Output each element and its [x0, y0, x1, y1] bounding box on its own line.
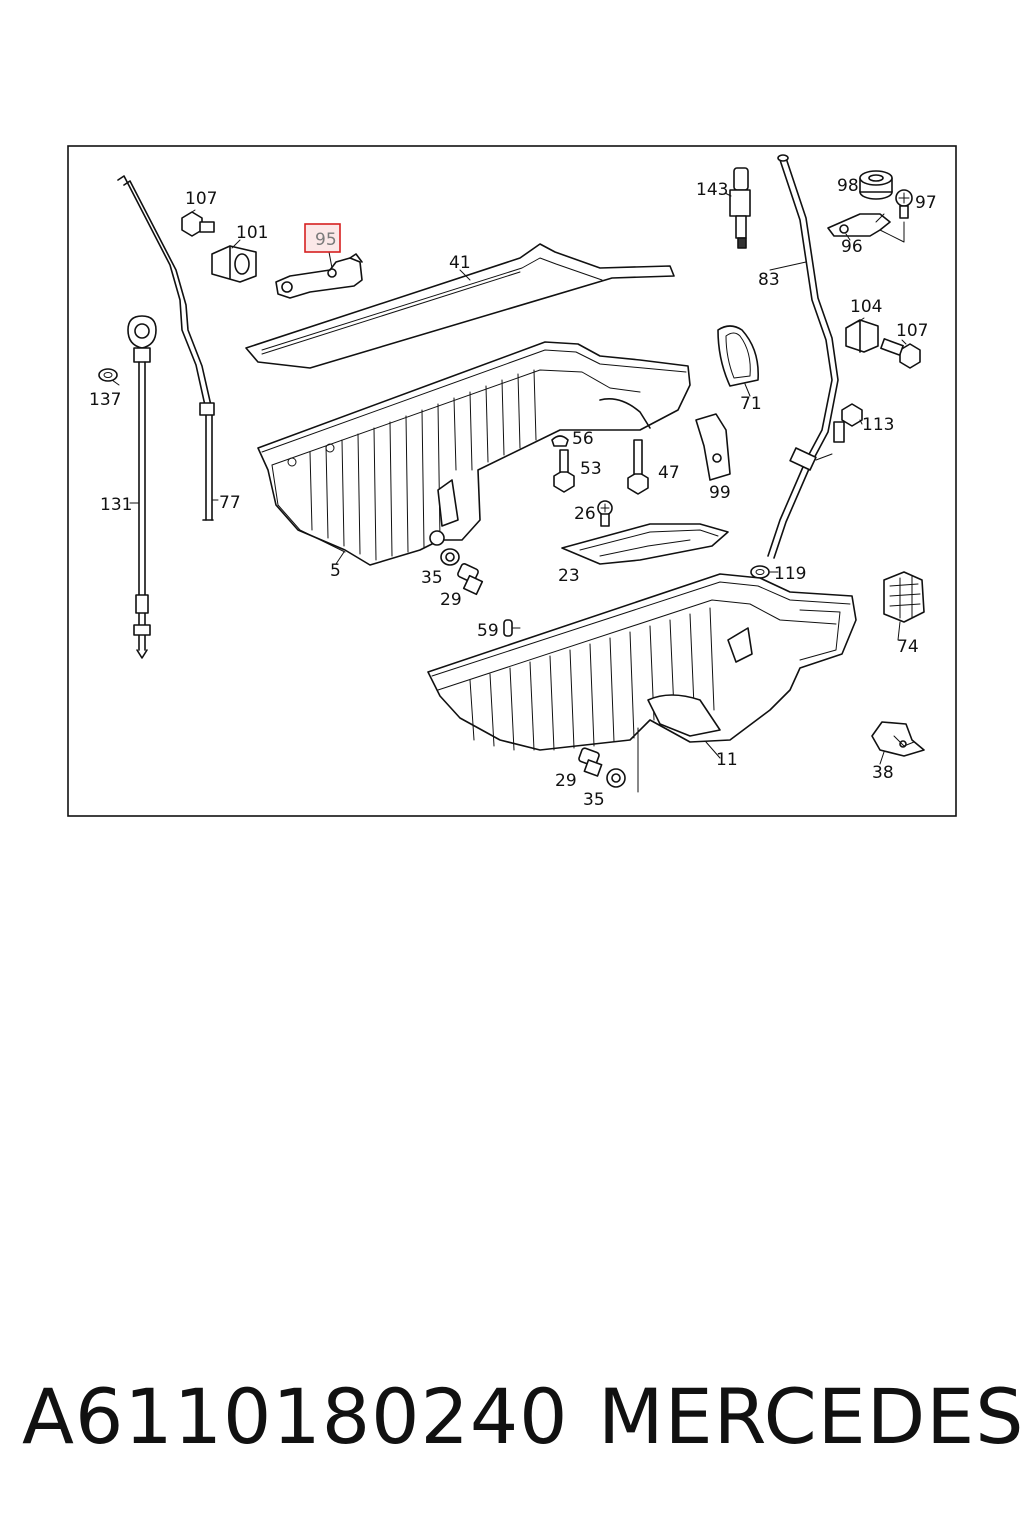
- grommet-98: [859, 170, 893, 200]
- seal-ring-35-upper: [440, 548, 460, 566]
- callout-107-left[interactable]: 107: [185, 189, 217, 209]
- callout-104[interactable]: 104: [850, 297, 882, 317]
- bracket-95: [275, 253, 363, 299]
- upper-oil-pan-5: [257, 341, 691, 566]
- dowel-pin-59: [503, 619, 513, 637]
- o-ring-119: [750, 565, 770, 579]
- bracket-96: [827, 213, 905, 243]
- footer-caption: A6110180240 MERCEDES: [0, 1372, 1024, 1482]
- callout-98[interactable]: 98: [837, 176, 859, 196]
- seal-ring-35-lower: [606, 768, 626, 788]
- callout-26[interactable]: 26: [574, 504, 596, 524]
- callout-77[interactable]: 77: [219, 493, 241, 513]
- bolt-47: [627, 439, 649, 495]
- drain-plug-29-upper: [457, 563, 484, 596]
- callout-71[interactable]: 71: [740, 394, 762, 414]
- callout-99[interactable]: 99: [709, 483, 731, 503]
- callout-143[interactable]: 143: [696, 180, 728, 200]
- callout-56[interactable]: 56: [572, 429, 594, 449]
- callout-119[interactable]: 119: [774, 564, 806, 584]
- drain-plug-29-lower: [578, 747, 603, 777]
- bracket-38: [871, 721, 925, 757]
- callout-101[interactable]: 101: [236, 223, 268, 243]
- callout-96[interactable]: 96: [841, 237, 863, 257]
- callout-74[interactable]: 74: [897, 637, 919, 657]
- callout-35-lower[interactable]: 35: [583, 790, 605, 810]
- bolt-107-right: [880, 338, 921, 369]
- callout-29-lower[interactable]: 29: [555, 771, 577, 791]
- screw-97: [895, 189, 913, 219]
- callout-59[interactable]: 59: [477, 621, 499, 641]
- callout-137[interactable]: 137: [89, 390, 121, 410]
- screw-26: [597, 500, 613, 527]
- callout-38[interactable]: 38: [872, 763, 894, 783]
- callout-95-highlight-box: [304, 223, 341, 253]
- callout-95[interactable]: 95: [315, 230, 337, 250]
- bracket-99: [695, 413, 731, 481]
- bolt-113: [833, 403, 863, 443]
- callout-41[interactable]: 41: [449, 253, 471, 273]
- diagram-frame: [67, 145, 957, 817]
- clip-101: [211, 245, 257, 283]
- lower-oil-pan-11: [427, 573, 857, 751]
- part-number: A6110180240: [22, 1372, 569, 1461]
- oil-pan-gasket-41: [245, 243, 675, 369]
- seal-71: [717, 325, 759, 387]
- callout-47[interactable]: 47: [658, 463, 680, 483]
- callout-53[interactable]: 53: [580, 459, 602, 479]
- oil-level-sensor-143: [729, 167, 751, 249]
- cover-74: [883, 571, 925, 623]
- callout-11[interactable]: 11: [716, 750, 738, 770]
- callout-107-right[interactable]: 107: [896, 321, 928, 341]
- clip-104: [845, 319, 879, 353]
- callout-113[interactable]: 113: [862, 415, 894, 435]
- dipstick-guide-tube-77: [117, 175, 215, 521]
- dipstick-131: [127, 315, 157, 659]
- callout-83[interactable]: 83: [758, 270, 780, 290]
- callout-97[interactable]: 97: [915, 193, 937, 213]
- leader-lines: [111, 192, 907, 765]
- callout-23[interactable]: 23: [558, 566, 580, 586]
- bolt-107-left: [181, 211, 215, 237]
- baffle-plate-23: [561, 523, 729, 565]
- o-ring-137: [98, 368, 118, 382]
- callout-29-upper[interactable]: 29: [440, 590, 462, 610]
- bolt-53: [553, 449, 575, 493]
- brand-name: MERCEDES: [598, 1372, 1024, 1461]
- callout-131[interactable]: 131: [100, 495, 132, 515]
- callout-5[interactable]: 5: [330, 561, 341, 581]
- clip-56: [551, 435, 569, 447]
- dipstick-tube-83: [767, 154, 839, 559]
- callout-35-upper[interactable]: 35: [421, 568, 443, 588]
